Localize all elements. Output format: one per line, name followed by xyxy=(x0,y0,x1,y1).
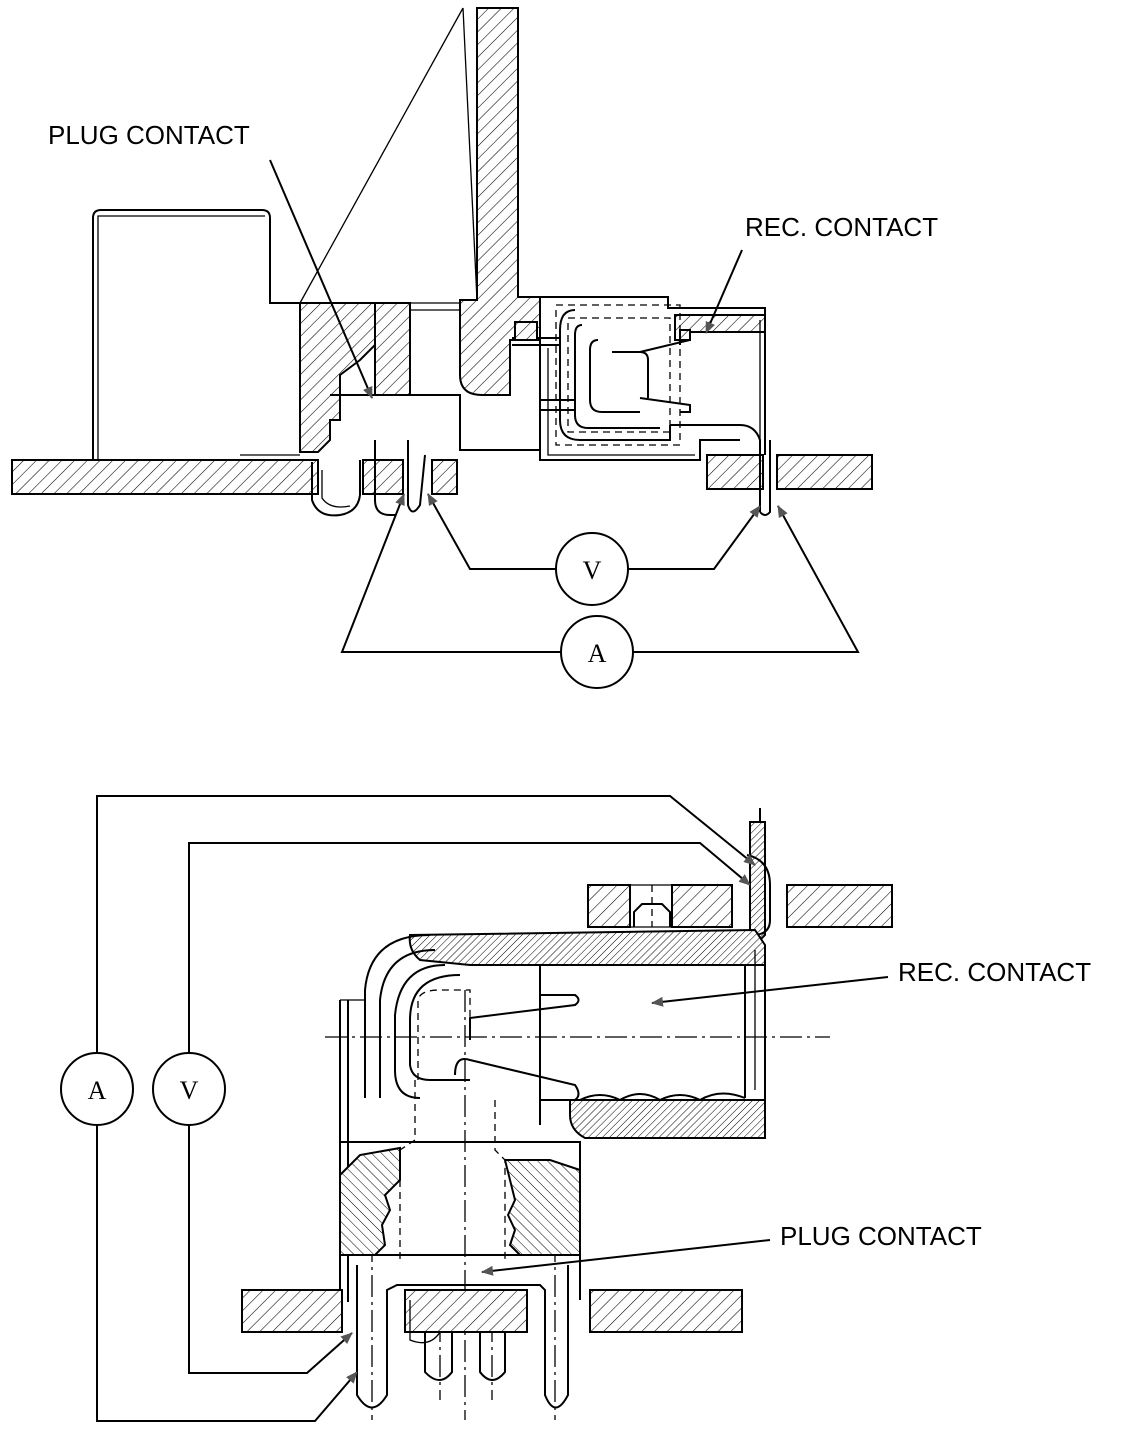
bottom-voltmeter-lead-bottom xyxy=(188,1125,353,1374)
bottom-rec-contact-leader xyxy=(651,976,889,1007)
top-pcb-board xyxy=(11,454,873,495)
bottom-ammeter: A xyxy=(60,1052,134,1126)
bottom-rec-housing xyxy=(408,928,766,1139)
bottom-rec-contact-label: REC. CONTACT xyxy=(898,957,1091,987)
top-panel-guide-line xyxy=(462,7,478,301)
top-panel-guide-line xyxy=(299,7,464,304)
bottom-plug-contact-leader xyxy=(481,1239,771,1276)
top-plug-contact-leader xyxy=(269,159,373,399)
bottom-plug-hidden-outline xyxy=(494,1100,506,1260)
bottom-figure: REC. CONTACT PLUG CONTACT A V xyxy=(60,795,1091,1422)
top-plug-contact-pin xyxy=(311,394,540,517)
top-voltmeter-lead-right xyxy=(628,505,761,570)
bottom-plug-housing xyxy=(339,1141,581,1300)
bottom-ammeter-symbol: A xyxy=(88,1076,107,1105)
bottom-voltmeter-lead-top xyxy=(188,842,751,1053)
bottom-ammeter-lead-top xyxy=(96,795,756,1053)
bottom-plug-pins xyxy=(356,1265,569,1409)
bottom-ammeter-lead-bottom xyxy=(96,1125,358,1422)
top-ammeter-lead-right xyxy=(633,505,860,653)
top-rec-housing xyxy=(512,296,766,461)
bottom-upper-pcb-board xyxy=(587,884,893,928)
top-ammeter-symbol: A xyxy=(588,639,607,668)
top-rec-contact-label: REC. CONTACT xyxy=(745,212,938,242)
top-mating-panel xyxy=(459,7,541,396)
top-figure: PLUG CONTACT REC. CONTACT V A xyxy=(11,7,938,689)
bottom-voltmeter-symbol: V xyxy=(180,1076,199,1105)
bottom-rec-contact-body xyxy=(454,965,746,1125)
bottom-voltmeter: V xyxy=(152,1052,226,1126)
top-voltmeter-lead-left xyxy=(427,493,556,570)
top-ammeter-lead-left xyxy=(340,493,561,653)
top-left-component-block xyxy=(92,209,300,461)
top-rec-contact-leader xyxy=(705,249,743,334)
top-plug-contact-label: PLUG CONTACT xyxy=(48,120,250,150)
bottom-rec-contact-tail xyxy=(746,808,771,949)
top-voltmeter-symbol: V xyxy=(583,556,602,585)
top-ammeter: A xyxy=(560,615,634,689)
bottom-plug-contact-label: PLUG CONTACT xyxy=(780,1221,982,1251)
bottom-plug-hidden-outline xyxy=(417,989,471,1080)
top-plug-housing xyxy=(299,302,460,453)
top-voltmeter: V xyxy=(555,532,629,606)
top-rec-contact xyxy=(555,304,771,516)
bottom-plug-hidden-outline xyxy=(399,1080,416,1260)
bottom-lower-pcb-board xyxy=(241,1289,743,1333)
